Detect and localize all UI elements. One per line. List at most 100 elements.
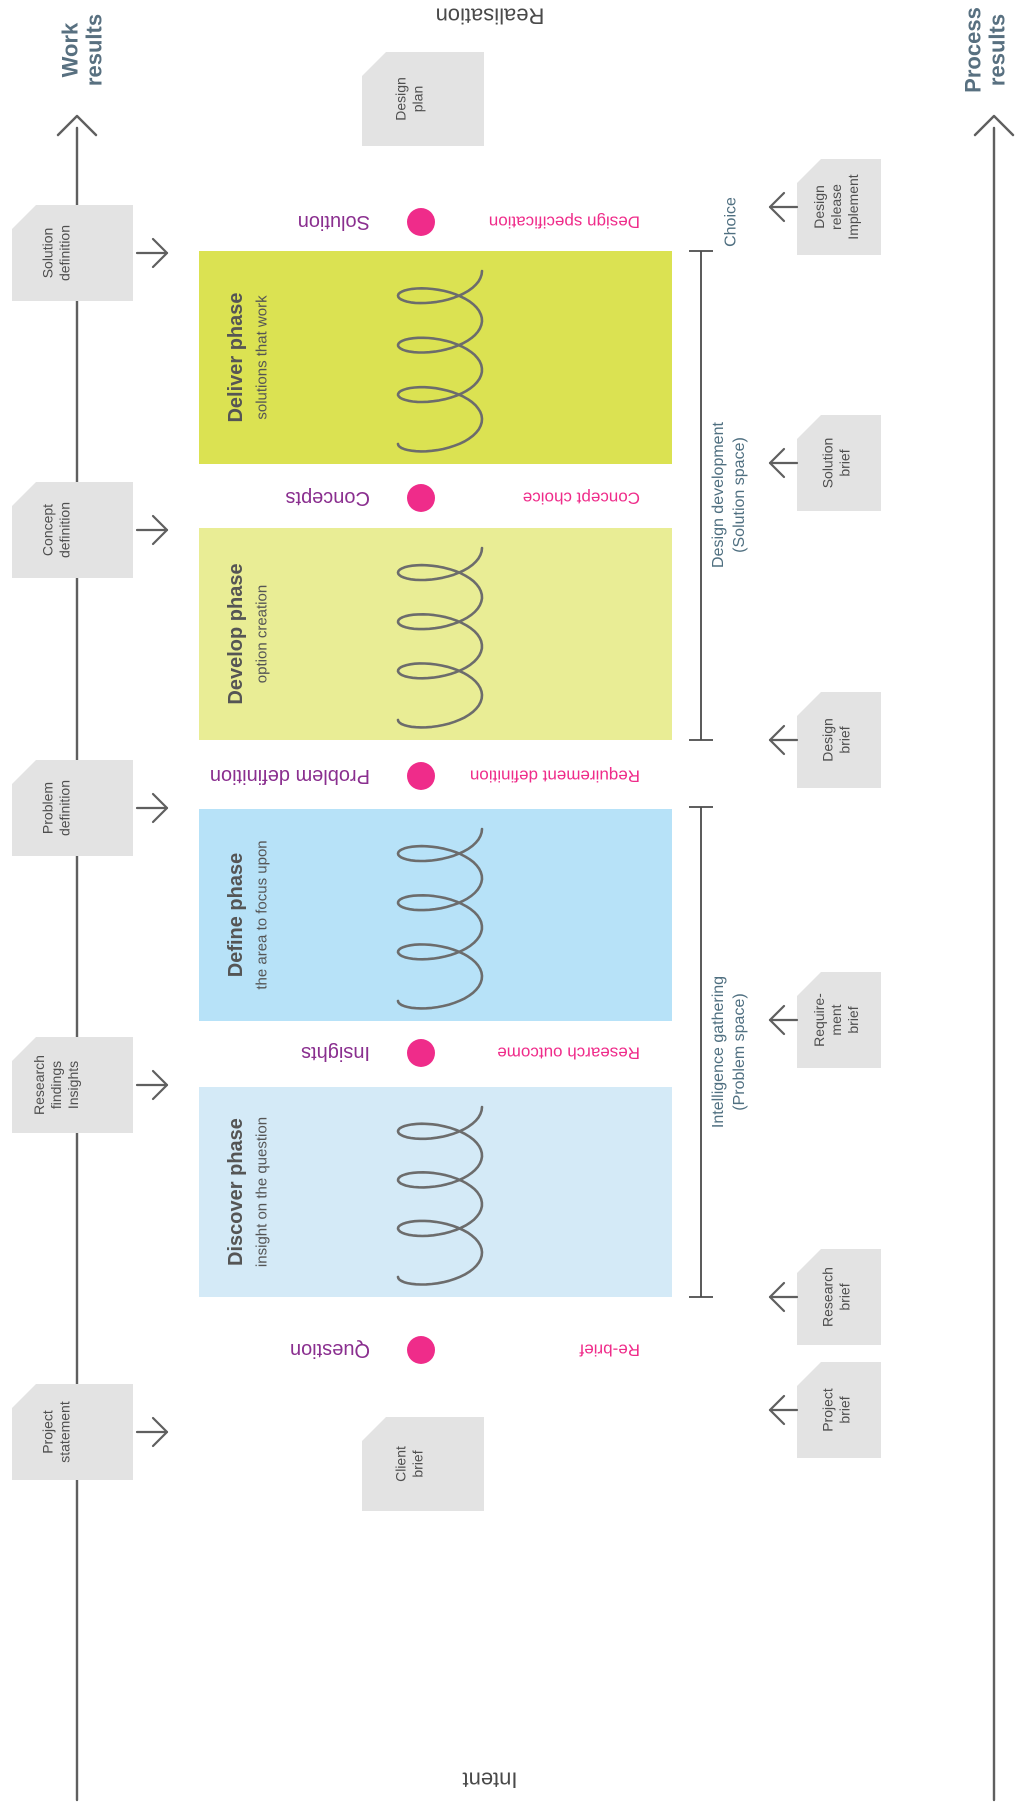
client-brief-label: brief xyxy=(410,1450,426,1477)
process-result-label: release xyxy=(828,184,844,230)
milestone: Problem definition Requirement definition xyxy=(210,762,640,790)
process-result-arrow xyxy=(768,447,799,479)
process-results-header: results xyxy=(985,14,1010,86)
process-result-label: brief xyxy=(845,1006,861,1033)
design-plan-label: plan xyxy=(410,86,426,112)
spiral-icon xyxy=(396,269,484,453)
spiral-icon xyxy=(396,1105,484,1286)
work-result-label: Concept xyxy=(40,504,56,556)
design-development-label: Design development xyxy=(710,422,727,568)
process-result-label: Implement xyxy=(845,174,861,239)
process-result-label: brief xyxy=(837,1283,853,1310)
process-axis-arrowhead xyxy=(973,114,1015,137)
design-development-label: (Solution space) xyxy=(731,437,748,553)
process-result-card-shape xyxy=(797,1362,881,1458)
development-bracket xyxy=(689,250,713,741)
work-result-arrow xyxy=(135,514,169,546)
phase-title: Discover phase xyxy=(225,1118,247,1266)
process-result-arrow xyxy=(768,1394,799,1426)
client-brief-shape xyxy=(362,1417,484,1511)
work-result-arrow xyxy=(135,237,169,269)
milestone-dot xyxy=(407,1336,435,1364)
intelligence-bracket xyxy=(689,806,713,1298)
milestone-dot xyxy=(407,208,435,236)
milestone-deliverable: Concept choice xyxy=(523,489,640,508)
phase-block: Discover phase insight on the question xyxy=(199,1087,672,1297)
work-result-card-shape xyxy=(12,1037,133,1133)
realisation-label: Realisation xyxy=(436,4,545,29)
process-result-label: brief xyxy=(837,449,853,476)
design-plan-label: Design xyxy=(393,77,409,121)
phase-title: Develop phase xyxy=(225,563,247,704)
milestone-outcome: Solution xyxy=(298,211,370,233)
process-result-arrow xyxy=(768,191,799,223)
process-result-arrow xyxy=(768,1004,799,1036)
ranges-layer: Intelligence gathering(Problem space)Des… xyxy=(689,197,748,1298)
work-result-card-shape xyxy=(12,205,133,301)
work-result-label: Project xyxy=(40,1410,56,1454)
process-result-label: Design xyxy=(811,185,827,229)
phase-background xyxy=(199,528,672,740)
milestone-outcome: Question xyxy=(290,1339,370,1361)
work-result-label: Research xyxy=(31,1055,47,1115)
work-results-header: results xyxy=(82,14,107,86)
work-result-label: Insights xyxy=(65,1061,81,1109)
work-result-label: definition xyxy=(57,780,73,836)
work-result-arrow xyxy=(135,792,169,824)
process-result-card-shape xyxy=(797,415,881,511)
process-result-label: Solution xyxy=(820,438,836,489)
phase-block: Define phase the area to focus upon xyxy=(199,809,672,1021)
phase-title: Define phase xyxy=(225,853,247,977)
process-result-label: brief xyxy=(837,726,853,753)
spiral-icon xyxy=(396,827,484,1010)
milestone-outcome: Concepts xyxy=(286,487,371,509)
work-result-label: Solution xyxy=(40,228,56,279)
milestone-outcome: Problem definition xyxy=(210,765,370,787)
process-result-label: ment xyxy=(828,1004,844,1035)
process-result-card-shape xyxy=(797,692,881,788)
intelligence-gathering-label: Intelligence gathering xyxy=(710,976,727,1128)
phase-background xyxy=(199,1087,672,1297)
work-result-label: definition xyxy=(57,502,73,558)
process-result-label: Require- xyxy=(811,993,827,1047)
work-axis-arrowhead xyxy=(56,114,98,137)
process-result-card-shape xyxy=(797,1249,881,1345)
process-result-label: Design xyxy=(820,718,836,762)
phase-background xyxy=(199,251,672,464)
phase-subtitle: the area to focus upon xyxy=(254,840,271,989)
milestone-deliverable: Requirement definition xyxy=(470,767,640,786)
milestone-dot xyxy=(407,1039,435,1067)
design-plan-shape xyxy=(362,52,484,146)
work-result-arrow xyxy=(135,1416,169,1448)
phase-title: Deliver phase xyxy=(225,292,247,422)
milestone-dot xyxy=(407,762,435,790)
choice-label: Choice xyxy=(723,197,740,247)
process-result-label: brief xyxy=(837,1396,853,1423)
client-brief-label: Client xyxy=(393,1446,409,1482)
work-result-card-shape xyxy=(12,760,133,856)
phase-background xyxy=(199,809,672,1021)
milestone-outcome: Insights xyxy=(301,1042,370,1064)
milestone-dot xyxy=(407,484,435,512)
milestone: Concepts Concept choice xyxy=(286,484,640,512)
work-result-card-shape xyxy=(12,482,133,578)
phase-subtitle: insight on the question xyxy=(254,1117,271,1267)
work-result-label: definition xyxy=(57,225,73,281)
